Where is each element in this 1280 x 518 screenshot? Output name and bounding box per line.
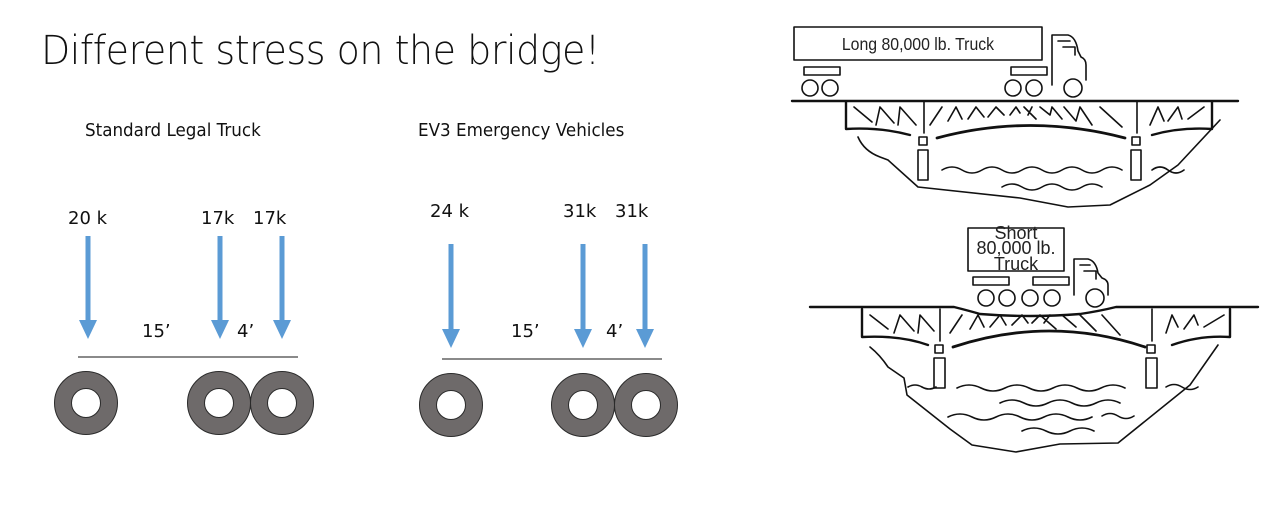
short-truck-label-line-3: Truck	[994, 254, 1039, 274]
load-arrow	[79, 236, 97, 339]
truck-wheels	[977, 288, 1105, 308]
wheel	[54, 371, 118, 435]
long-truck-label: Long 80,000 lb. Truck	[842, 34, 995, 54]
load-arrow	[442, 244, 460, 348]
load-label: 17k	[201, 208, 235, 229]
load-label: 31k	[615, 201, 649, 222]
axle-load-diagrams: 20 k 17k 17k 15’ 4’	[54, 201, 678, 437]
ev3-heading: EV3 Emergency Vehicles	[418, 120, 625, 141]
truck-cab	[1073, 258, 1109, 296]
short-truck-label-line-2: 80,000 lb.	[976, 238, 1055, 258]
load-label: 17k	[253, 208, 287, 229]
wheel	[419, 373, 483, 437]
wheel	[614, 373, 678, 437]
water-waves	[941, 166, 1185, 191]
long-truck-bridge-illustration: Long 80,000 lb. Truck	[790, 26, 1240, 208]
spacing-label: 15’	[142, 321, 171, 342]
standard-truck-heading: Standard Legal Truck	[85, 120, 261, 141]
ev3-diagram: 24 k 31k 31k 15’ 4’	[419, 201, 678, 437]
slide-title: Different stress on the bridge!	[41, 28, 600, 74]
water-waves	[907, 383, 1199, 435]
standard-truck-diagram: 20 k 17k 17k 15’ 4’	[54, 208, 314, 435]
load-label: 20 k	[68, 208, 108, 229]
load-arrow	[574, 244, 592, 348]
load-arrow	[636, 244, 654, 348]
wheel	[187, 371, 251, 435]
short-truck-label-line-1: Short	[994, 223, 1037, 243]
load-arrow	[211, 236, 229, 339]
spacing-label: 4’	[237, 321, 254, 342]
trailer-box	[967, 227, 1065, 272]
truck-wheels	[801, 78, 1083, 98]
spacing-label: 4’	[606, 321, 623, 342]
load-arrow	[273, 236, 291, 339]
trailer-box	[793, 26, 1043, 61]
truck-cab	[1051, 34, 1087, 86]
load-label: 24 k	[430, 201, 470, 222]
wheel	[250, 371, 314, 435]
spacing-label: 15’	[511, 321, 540, 342]
load-label: 31k	[563, 201, 597, 222]
short-truck-bridge-illustration: Short 80,000 lb. Truck	[808, 223, 1260, 453]
wheel	[551, 373, 615, 437]
